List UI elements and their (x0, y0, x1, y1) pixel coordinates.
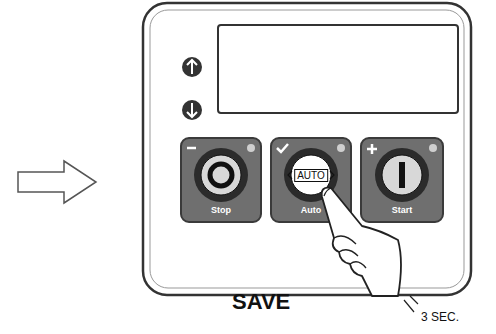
hollow-arrow (18, 161, 96, 203)
check-sign (277, 144, 288, 152)
button-label: Start (362, 205, 442, 215)
panel-bezel (150, 10, 464, 288)
down-arrow (187, 103, 197, 117)
plus-sign (367, 144, 377, 154)
button-label: Auto (272, 205, 350, 215)
hand-outline (322, 188, 401, 296)
button-cap (201, 155, 241, 195)
control-button: AUTO Auto (270, 137, 352, 223)
button-cap (382, 155, 422, 195)
up-arrow (187, 60, 197, 74)
status-led (429, 144, 437, 152)
button-label: Stop (182, 205, 260, 215)
up-button (182, 57, 202, 77)
action-label: SAVE (232, 289, 290, 315)
duration-label: 3 SEC. (421, 310, 459, 324)
button-caption: AUTO (294, 169, 328, 182)
hand-fingers (324, 188, 366, 268)
display-screen (218, 25, 458, 113)
control-button: Start (360, 137, 444, 223)
button-ring (375, 148, 429, 202)
stop-symbol (210, 164, 232, 186)
button-ring (194, 148, 248, 202)
press-marks (404, 296, 418, 312)
panel-housing (143, 3, 471, 295)
down-button (182, 100, 202, 120)
status-led (337, 144, 345, 152)
status-led (247, 144, 255, 152)
minus-sign (187, 147, 196, 150)
start-symbol (399, 162, 405, 188)
control-button: Stop (180, 137, 262, 223)
